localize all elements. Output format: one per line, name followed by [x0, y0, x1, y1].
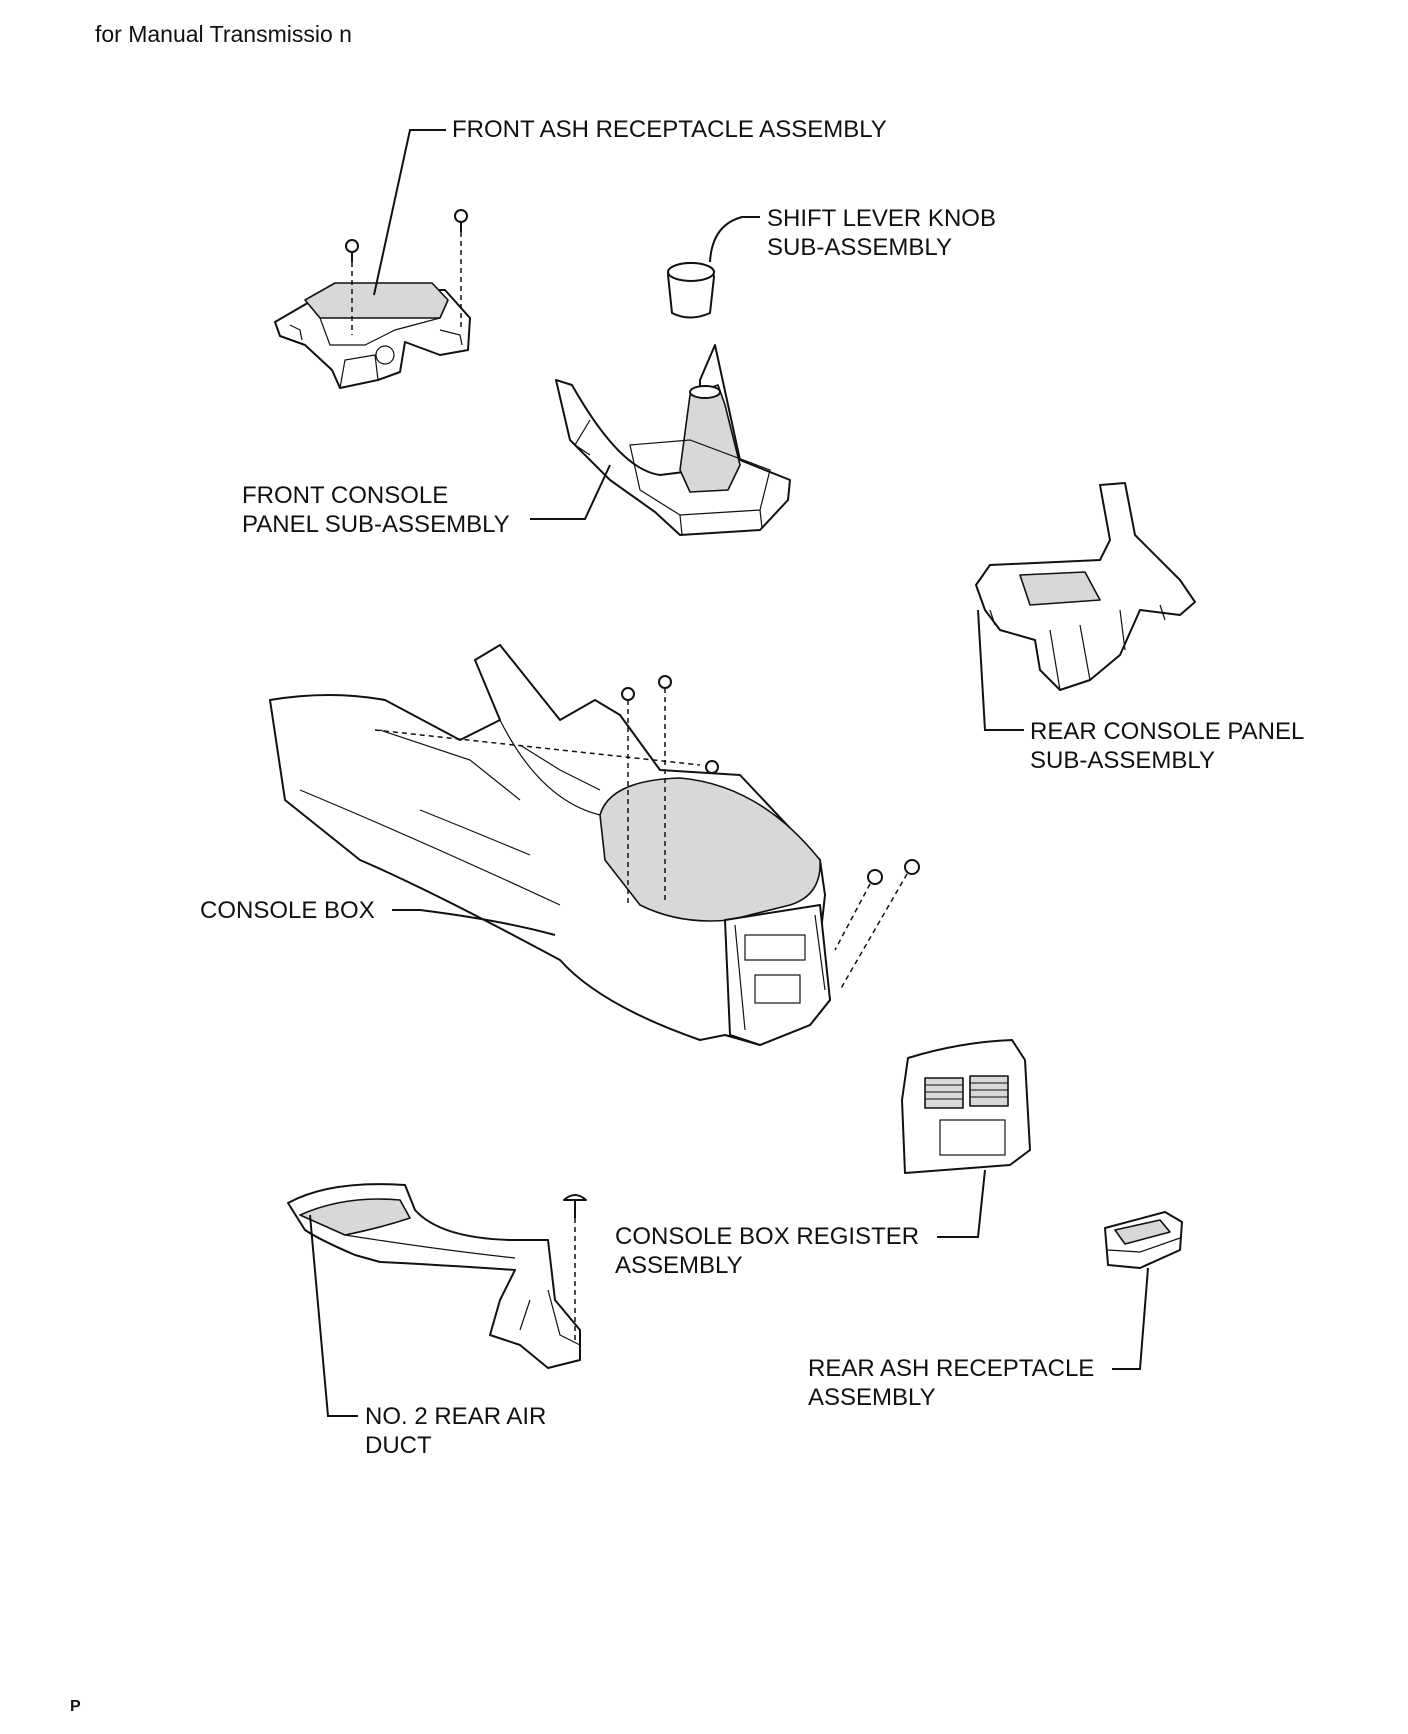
shift-lever-knob-part — [667, 262, 715, 319]
front-ash-receptacle-part — [274, 282, 471, 389]
label-shift-lever-knob-line2: SUB-ASSEMBLY — [767, 234, 952, 261]
console-box-screw-2 — [658, 675, 672, 900]
console-box-screw-1 — [621, 687, 635, 905]
console-box-part — [269, 644, 831, 1046]
leader-rear-ash — [1112, 1267, 1149, 1370]
rear-ash-receptacle-part — [1104, 1211, 1183, 1269]
label-rear-ash-receptacle-line2: ASSEMBLY — [808, 1384, 936, 1411]
label-front-console-panel-line2: PANEL SUB-ASSEMBLY — [242, 511, 510, 538]
label-rear-ash-receptacle-line1: REAR ASH RECEPTACLE — [808, 1355, 1095, 1382]
leader-shift-knob — [709, 216, 760, 263]
leader-air-duct — [309, 1214, 358, 1417]
label-rear-air-duct-line1: NO. 2 REAR AIR — [365, 1403, 547, 1430]
front-ash-screw-right — [454, 209, 468, 330]
label-console-box-register-line1: CONSOLE BOX REGISTER — [615, 1223, 920, 1250]
label-rear-console-panel-line2: SUB-ASSEMBLY — [1030, 747, 1215, 774]
label-shift-lever-knob-line1: SHIFT LEVER KNOB — [767, 205, 996, 232]
label-front-ash-receptacle: FRONT ASH RECEPTACLE ASSEMBLY — [452, 116, 887, 143]
console-box-screw-4 — [834, 869, 883, 951]
label-front-console-panel-line1: FRONT CONSOLE — [242, 482, 449, 509]
page-header: for Manual Transmissio n — [95, 21, 352, 47]
console-box-screw-5 — [839, 859, 920, 991]
leader-console-box — [392, 909, 556, 936]
front-console-panel-part — [555, 344, 791, 536]
air-duct-clip — [563, 1194, 587, 1340]
label-console-box-register-line2: ASSEMBLY — [615, 1252, 743, 1279]
rear-console-panel-part — [975, 482, 1196, 691]
leader-register — [937, 1169, 986, 1238]
rear-air-duct-part — [287, 1183, 581, 1369]
console-box-screw-3 — [705, 760, 719, 774]
label-console-box: CONSOLE BOX — [200, 897, 375, 924]
label-rear-air-duct-line2: DUCT — [365, 1432, 432, 1459]
leader-front-console — [530, 464, 611, 520]
label-rear-console-panel-line1: REAR CONSOLE PANEL — [1030, 718, 1305, 745]
console-box-register-part — [901, 1039, 1031, 1174]
leader-front-ash — [373, 129, 446, 296]
page-footer-letter: P — [70, 1698, 81, 1715]
front-ash-screw-left — [345, 239, 359, 335]
leader-rear-console — [977, 609, 1024, 731]
